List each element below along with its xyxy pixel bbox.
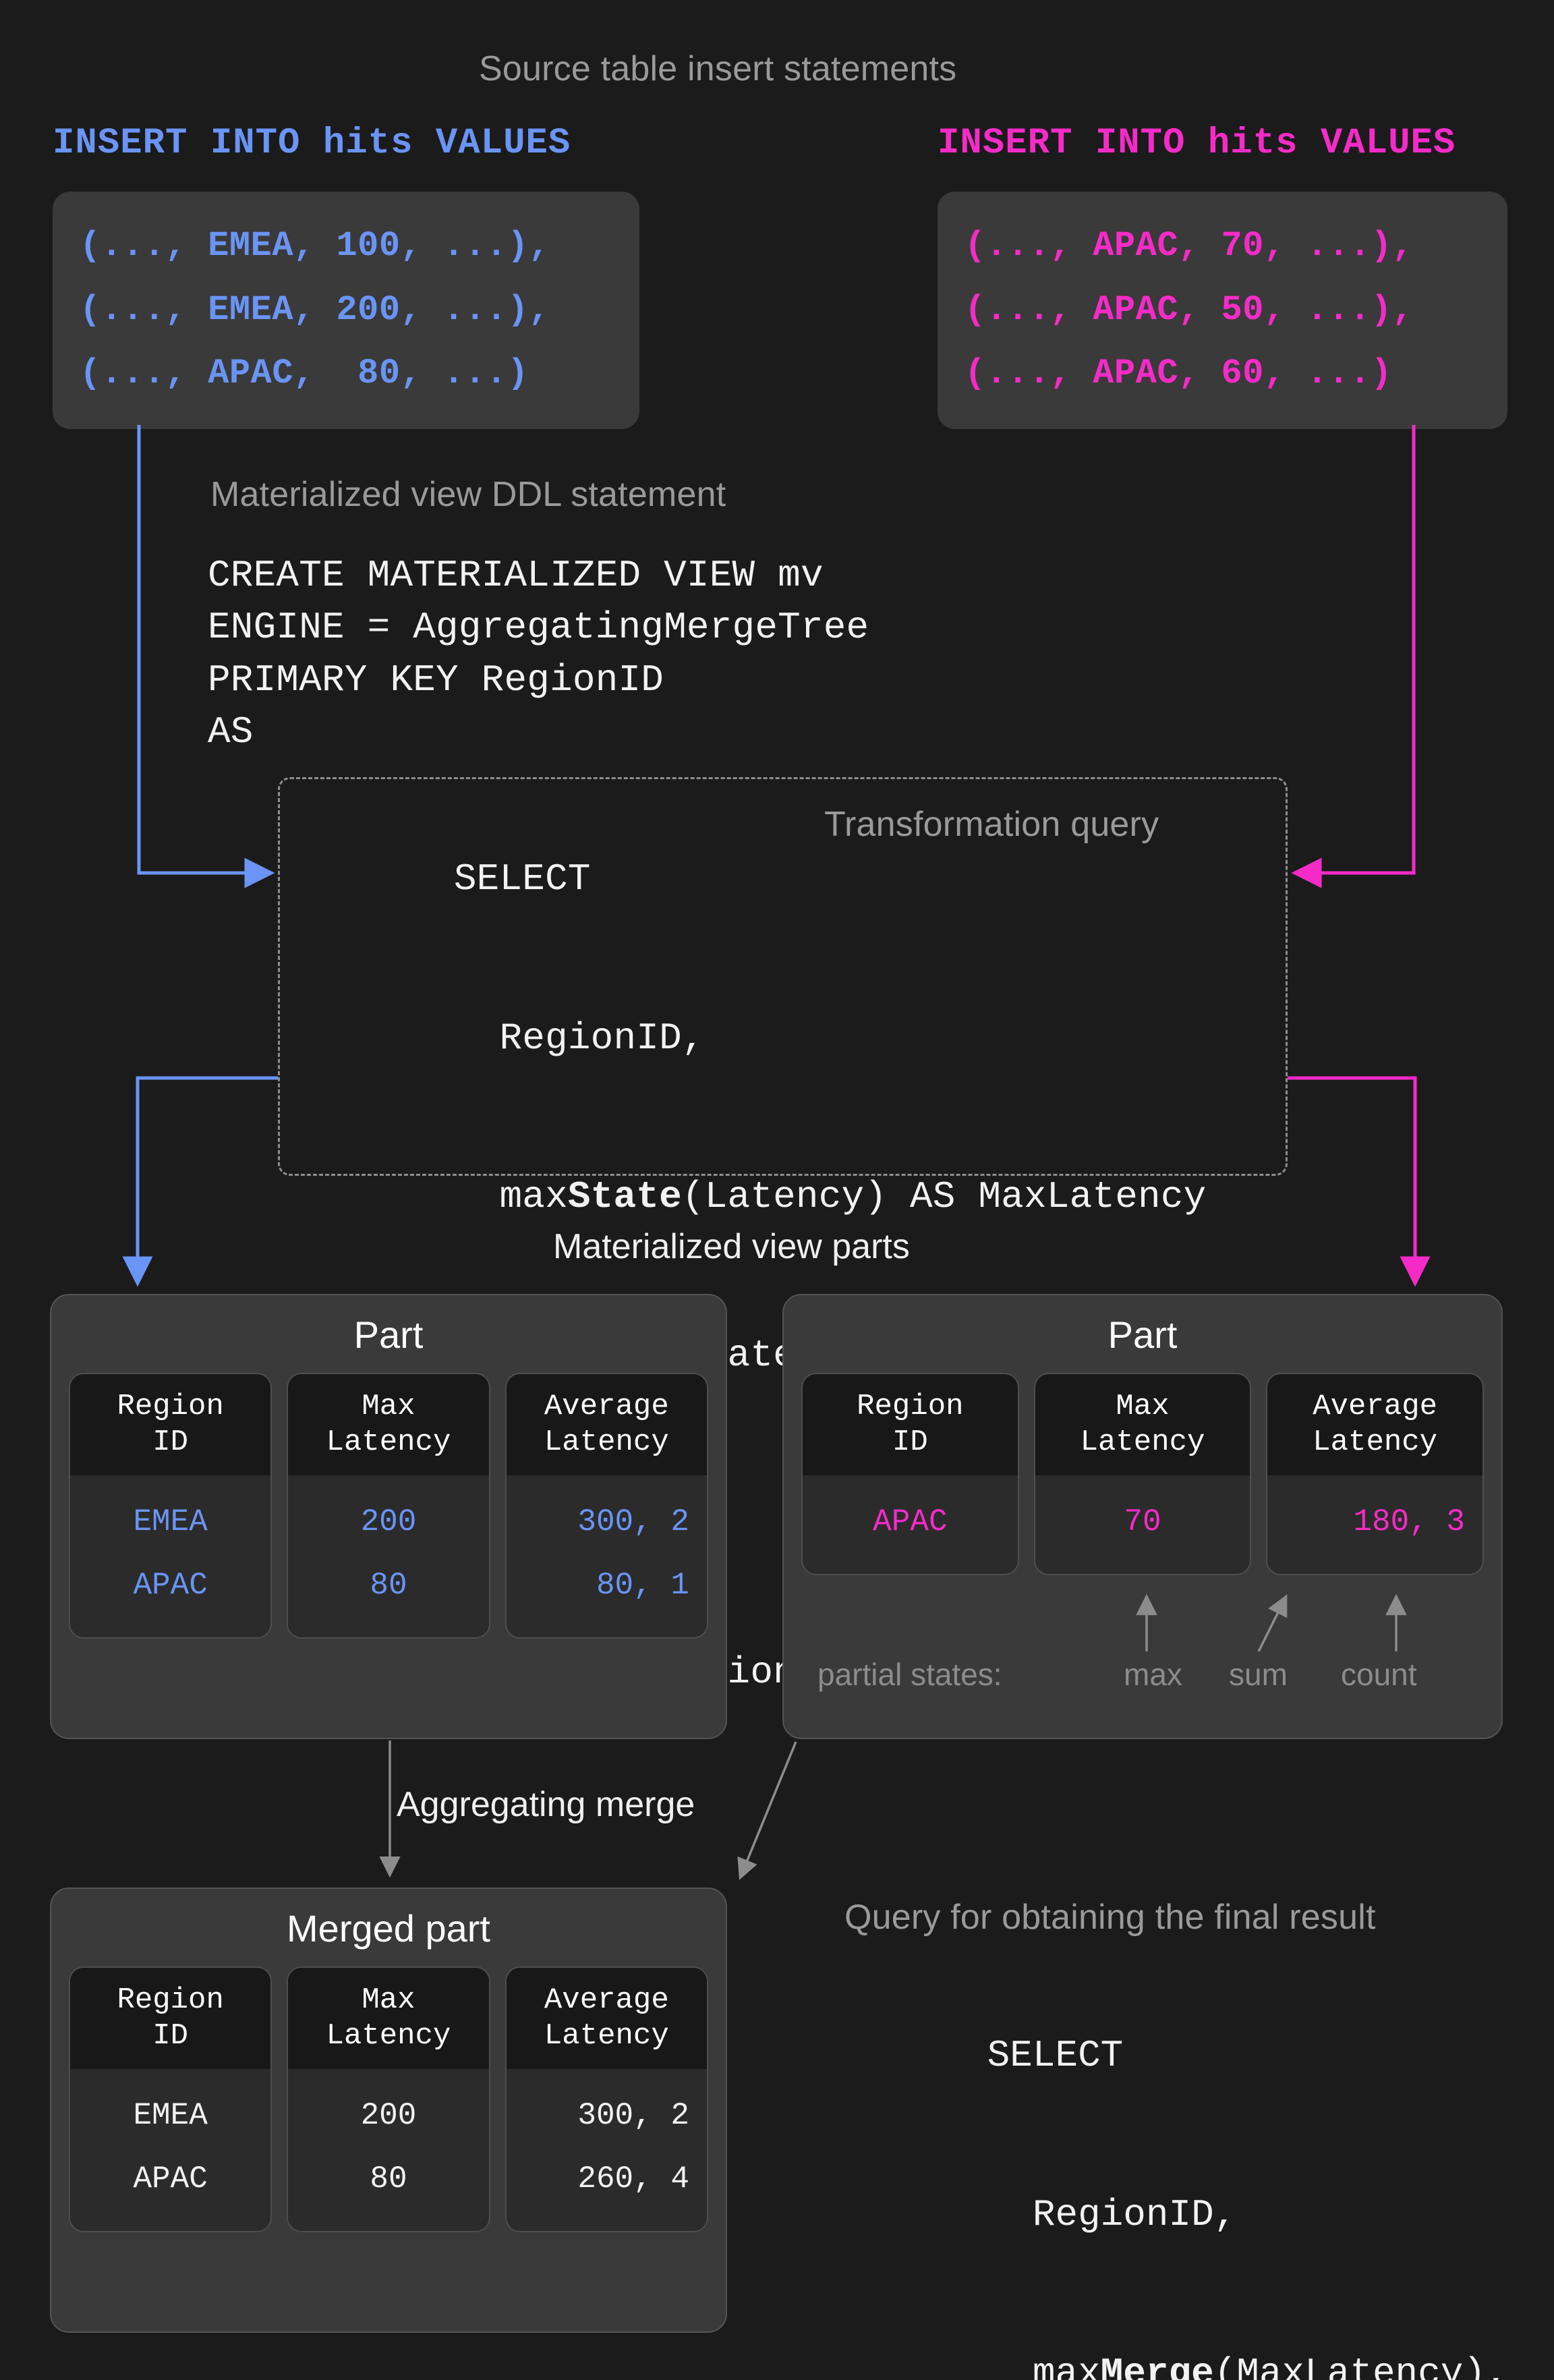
insert-box-right: (..., APAC, 70, ...), (..., APAC, 50, ..… xyxy=(938,192,1507,429)
caption-mv-ddl: Materialized view DDL statement xyxy=(210,475,726,514)
part-title: Part xyxy=(1107,1313,1178,1356)
final-query-line: RegionID, xyxy=(851,2135,1509,2294)
column-header: Region ID xyxy=(70,1968,271,2069)
part-columns: Region ID EMEA APAC Max Latency 200 80 A… xyxy=(51,1357,726,1639)
cell: 200 xyxy=(360,2097,417,2133)
query-line: maxState(Latency) AS MaxLatency xyxy=(317,1117,1206,1276)
column-body: EMEA APAC xyxy=(70,2068,271,2232)
part-card-left: Part Region ID EMEA APAC Max Latency 200… xyxy=(50,1294,727,1739)
column-header: Average Latency xyxy=(506,1374,707,1475)
column-body: 180, 3 xyxy=(1267,1475,1483,1574)
insert-row: (..., APAC, 60, ...) xyxy=(965,353,1393,394)
column-region-id: Region ID APAC xyxy=(801,1373,1019,1575)
query-line-post: (MaxLatency), xyxy=(1213,2351,1509,2380)
column-body: 200 80 xyxy=(288,2068,489,2232)
ddl-line: CREATE MATERIALIZED VIEW mv xyxy=(208,554,824,597)
final-query-line: maxMerge(MaxLatency), xyxy=(851,2294,1509,2380)
query-line-pre: RegionID, xyxy=(453,1016,705,1060)
arrow-query-to-part-right xyxy=(1288,1076,1431,1287)
cell: 300, 2 xyxy=(577,1504,689,1539)
merged-part-columns: Region ID EMEA APAC Max Latency 200 80 A… xyxy=(51,1950,726,2233)
transformation-query-box xyxy=(278,777,1288,1176)
cell: APAC xyxy=(873,1504,948,1539)
column-body: 70 xyxy=(1035,1475,1250,1574)
query-line: SELECT xyxy=(317,800,1206,959)
arrow-insert-right-to-query xyxy=(1291,425,1416,888)
insert-header-right: INSERT INTO hits VALUES xyxy=(938,123,1456,164)
column-body: 300, 2 260, 4 xyxy=(506,2068,707,2232)
insert-row: (..., APAC, 50, ...), xyxy=(965,289,1414,330)
cell: 300, 2 xyxy=(577,2097,689,2133)
column-body: 200 80 xyxy=(288,1475,489,1638)
column-max-latency: Max Latency 200 80 xyxy=(287,1373,490,1639)
insert-box-left: (..., EMEA, 100, ...), (..., EMEA, 200, … xyxy=(53,192,639,429)
cell: 260, 4 xyxy=(577,2161,689,2197)
cell: 80 xyxy=(370,2161,407,2197)
insert-header-left: INSERT INTO hits VALUES xyxy=(53,123,571,164)
partial-state-max: max xyxy=(1124,1657,1182,1692)
column-average-latency: Average Latency 300, 2 80, 1 xyxy=(505,1373,708,1639)
column-region-id: Region ID EMEA APAC xyxy=(69,1373,272,1639)
column-body: APAC xyxy=(803,1475,1018,1574)
merged-part-card: Merged part Region ID EMEA APAC Max Late… xyxy=(50,1888,727,2333)
column-header: Region ID xyxy=(70,1374,271,1475)
merged-part-title: Merged part xyxy=(287,1907,490,1950)
column-header: Max Latency xyxy=(1035,1374,1250,1475)
cell: EMEA xyxy=(133,2097,208,2133)
caption-aggregating-merge: Aggregating merge xyxy=(397,1785,695,1824)
final-query-lines: SELECT RegionID, maxMerge(MaxLatency), a… xyxy=(851,1977,1509,2380)
column-header: Max Latency xyxy=(288,1968,489,2069)
partial-states-label: partial states: xyxy=(817,1657,1002,1692)
column-header: Average Latency xyxy=(506,1968,707,2069)
query-line-bold: Merge xyxy=(1100,2351,1214,2380)
query-line-pre: max xyxy=(453,1174,568,1218)
part-columns: Region ID APAC Max Latency 70 Average La… xyxy=(784,1357,1501,1575)
cell: 80 xyxy=(370,1567,407,1603)
partial-state-sum: sum xyxy=(1229,1657,1288,1692)
cell: APAC xyxy=(133,1567,208,1603)
query-line-pre: SELECT xyxy=(453,857,591,901)
cell: 80, 1 xyxy=(596,1567,689,1603)
column-region-id: Region ID EMEA APAC xyxy=(69,1966,272,2233)
ddl-line: AS xyxy=(208,710,254,754)
query-line-pre: max xyxy=(987,2351,1101,2380)
arrow-part-right-to-merged xyxy=(737,1741,797,1880)
insert-row: (..., APAC, 80, ...) xyxy=(80,353,529,394)
column-header: Average Latency xyxy=(1267,1374,1483,1475)
query-line-pre: RegionID, xyxy=(987,2192,1237,2236)
query-line-pre: SELECT xyxy=(987,2034,1124,2078)
column-average-latency: Average Latency 300, 2 260, 4 xyxy=(505,1966,708,2233)
column-max-latency: Max Latency 200 80 xyxy=(287,1966,490,2233)
column-body: 300, 2 80, 1 xyxy=(506,1475,707,1638)
query-line-post: (Latency) AS MaxLatency xyxy=(681,1174,1207,1218)
part-card-right: Part Region ID APAC Max Latency 70 Avera… xyxy=(782,1294,1503,1739)
part-title: Part xyxy=(353,1313,424,1356)
caption-mv-parts: Materialized view parts xyxy=(553,1227,910,1266)
cell: 200 xyxy=(360,1504,417,1539)
query-line: RegionID, xyxy=(317,959,1206,1117)
cell: 180, 3 xyxy=(1353,1504,1466,1539)
caption-source-inserts: Source table insert statements xyxy=(479,49,957,88)
insert-row: (..., EMEA, 200, ...), xyxy=(80,289,550,330)
ddl-line: PRIMARY KEY RegionID xyxy=(208,658,664,702)
caption-final-query: Query for obtaining the final result xyxy=(844,1898,1376,1937)
query-line-bold: State xyxy=(567,1174,682,1218)
cell: APAC xyxy=(133,2161,208,2197)
partial-state-count: count xyxy=(1341,1657,1417,1692)
insert-row: (..., APAC, 70, ...), xyxy=(965,226,1414,266)
column-header: Region ID xyxy=(803,1374,1018,1475)
arrow-query-to-part-left xyxy=(122,1076,278,1287)
column-body: EMEA APAC xyxy=(70,1475,271,1638)
final-query-line: SELECT xyxy=(851,1977,1509,2135)
caption-transformation-query: Transformation query xyxy=(824,805,1159,844)
cell: 70 xyxy=(1124,1504,1161,1539)
insert-row: (..., EMEA, 100, ...), xyxy=(80,226,550,266)
column-max-latency: Max Latency 70 xyxy=(1033,1373,1252,1575)
cell: EMEA xyxy=(133,1504,208,1539)
column-average-latency: Average Latency 180, 3 xyxy=(1266,1373,1485,1575)
ddl-line: ENGINE = AggregatingMergeTree xyxy=(208,606,869,650)
ddl-statement: CREATE MATERIALIZED VIEW mv ENGINE = Agg… xyxy=(208,550,869,758)
column-header: Max Latency xyxy=(288,1374,489,1475)
